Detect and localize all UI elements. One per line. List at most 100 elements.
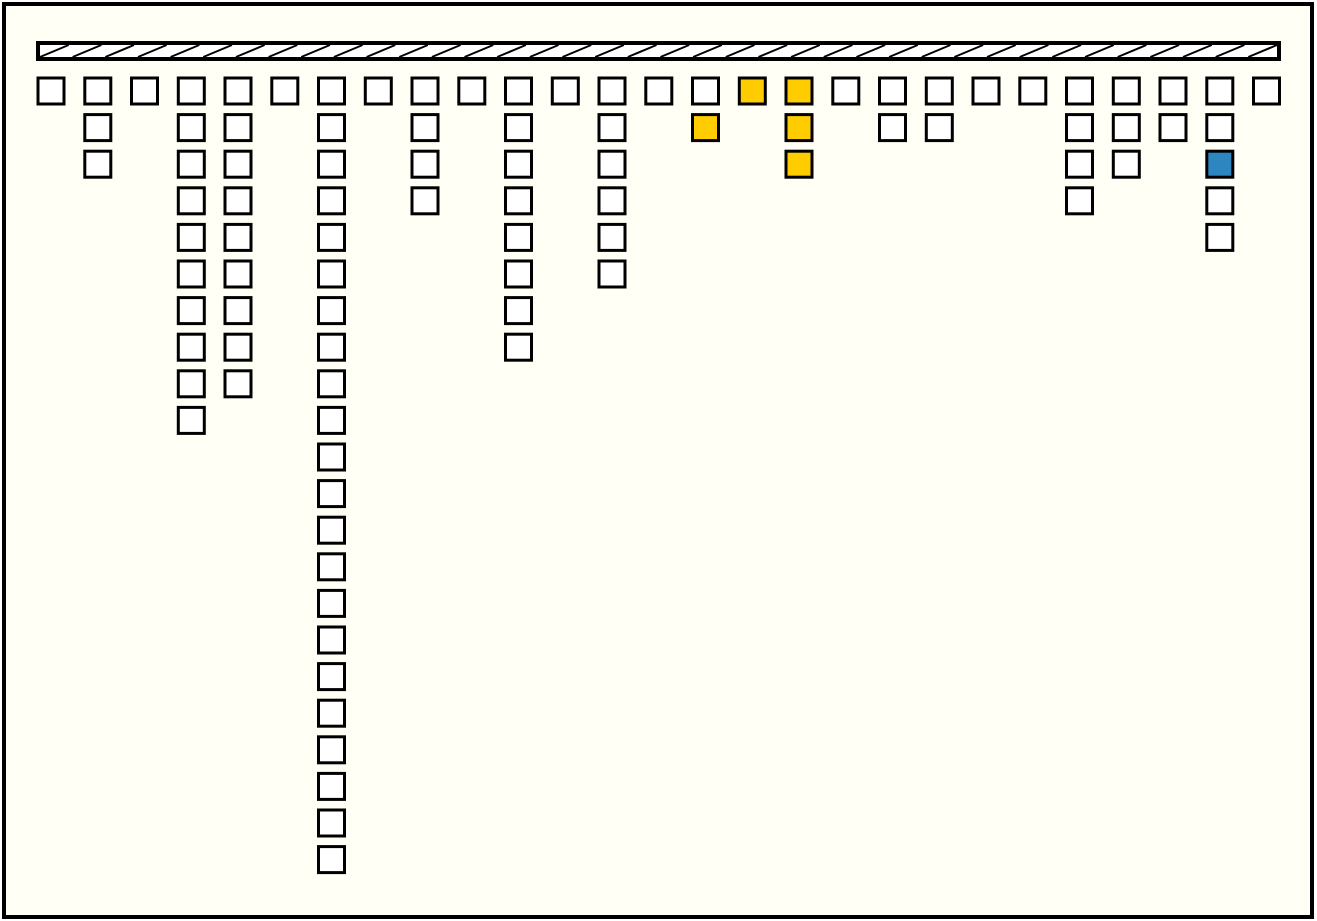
cell[interactable] <box>410 149 440 179</box>
cell[interactable] <box>831 76 861 106</box>
cell[interactable] <box>176 296 206 326</box>
cell[interactable] <box>1111 76 1141 106</box>
cell[interactable] <box>1158 76 1188 106</box>
cell[interactable] <box>1111 113 1141 143</box>
cell[interactable] <box>504 259 533 289</box>
cell[interactable] <box>317 845 346 875</box>
cell[interactable] <box>1158 113 1188 143</box>
cell[interactable] <box>597 186 627 216</box>
cell[interactable] <box>597 76 627 106</box>
cell[interactable] <box>878 113 907 143</box>
cell[interactable] <box>457 76 487 106</box>
cell[interactable] <box>223 76 253 106</box>
cell[interactable] <box>270 76 300 106</box>
cell-yellow[interactable] <box>784 76 814 106</box>
cell[interactable] <box>317 186 346 216</box>
cell[interactable] <box>223 186 253 216</box>
cell[interactable] <box>176 222 206 252</box>
cell[interactable] <box>83 113 113 143</box>
cell[interactable] <box>504 113 533 143</box>
cell[interactable] <box>317 588 346 618</box>
cell[interactable] <box>317 735 346 765</box>
cell-blue[interactable] <box>1205 149 1235 179</box>
cell[interactable] <box>223 113 253 143</box>
cell[interactable] <box>317 625 346 655</box>
cell[interactable] <box>317 369 346 399</box>
cell[interactable] <box>597 259 627 289</box>
cell[interactable] <box>223 296 253 326</box>
cell[interactable] <box>223 259 253 289</box>
cell[interactable] <box>317 113 346 143</box>
cell[interactable] <box>504 332 533 362</box>
cell[interactable] <box>878 76 907 106</box>
cell[interactable] <box>410 186 440 216</box>
cell[interactable] <box>176 186 206 216</box>
cell[interactable] <box>1065 76 1094 106</box>
cell[interactable] <box>691 76 720 106</box>
cell[interactable] <box>317 259 346 289</box>
cell[interactable] <box>924 76 954 106</box>
cell-yellow[interactable] <box>691 113 720 143</box>
cell[interactable] <box>176 259 206 289</box>
cell[interactable] <box>176 149 206 179</box>
cell-column <box>504 76 533 362</box>
cell[interactable] <box>597 149 627 179</box>
cell[interactable] <box>1205 76 1235 106</box>
cell[interactable] <box>223 369 253 399</box>
cell[interactable] <box>363 76 393 106</box>
cell[interactable] <box>36 76 66 106</box>
cell[interactable] <box>1111 149 1141 179</box>
cell[interactable] <box>1205 113 1235 143</box>
cell[interactable] <box>644 76 674 106</box>
cell[interactable] <box>176 332 206 362</box>
cell[interactable] <box>317 771 346 801</box>
cell[interactable] <box>223 149 253 179</box>
top-bar-segment <box>856 44 886 58</box>
cell[interactable] <box>317 222 346 252</box>
cell[interactable] <box>971 76 1001 106</box>
cell[interactable] <box>597 113 627 143</box>
cell[interactable] <box>176 113 206 143</box>
cell[interactable] <box>317 149 346 179</box>
cell[interactable] <box>317 296 346 326</box>
cell[interactable] <box>317 808 346 838</box>
cell-yellow[interactable] <box>784 113 814 143</box>
cell[interactable] <box>317 515 346 545</box>
cell-yellow[interactable] <box>737 76 767 106</box>
cell[interactable] <box>1018 76 1048 106</box>
cell[interactable] <box>504 186 533 216</box>
cell[interactable] <box>410 76 440 106</box>
cell[interactable] <box>317 662 346 692</box>
cell-column <box>1158 76 1188 143</box>
cell[interactable] <box>223 332 253 362</box>
cell[interactable] <box>317 76 346 106</box>
cell[interactable] <box>317 479 346 509</box>
cell[interactable] <box>317 442 346 472</box>
cell[interactable] <box>504 76 533 106</box>
cell[interactable] <box>83 76 113 106</box>
cell[interactable] <box>223 222 253 252</box>
cell-yellow[interactable] <box>784 149 814 179</box>
cell[interactable] <box>317 405 346 435</box>
cell[interactable] <box>504 296 533 326</box>
cell[interactable] <box>1065 113 1094 143</box>
cell[interactable] <box>130 76 159 106</box>
cell[interactable] <box>597 222 627 252</box>
cell[interactable] <box>410 113 440 143</box>
cell[interactable] <box>317 552 346 582</box>
cell[interactable] <box>1205 222 1235 252</box>
cell[interactable] <box>1065 149 1094 179</box>
cell[interactable] <box>317 332 346 362</box>
cell[interactable] <box>504 222 533 252</box>
cell[interactable] <box>504 149 533 179</box>
cell[interactable] <box>1252 76 1281 106</box>
cell[interactable] <box>176 76 206 106</box>
cell[interactable] <box>1065 186 1094 216</box>
cell[interactable] <box>176 405 206 435</box>
cell[interactable] <box>550 76 580 106</box>
cell[interactable] <box>924 113 954 143</box>
cell[interactable] <box>317 698 346 728</box>
cell[interactable] <box>83 149 113 179</box>
cell[interactable] <box>1205 186 1235 216</box>
cell[interactable] <box>176 369 206 399</box>
